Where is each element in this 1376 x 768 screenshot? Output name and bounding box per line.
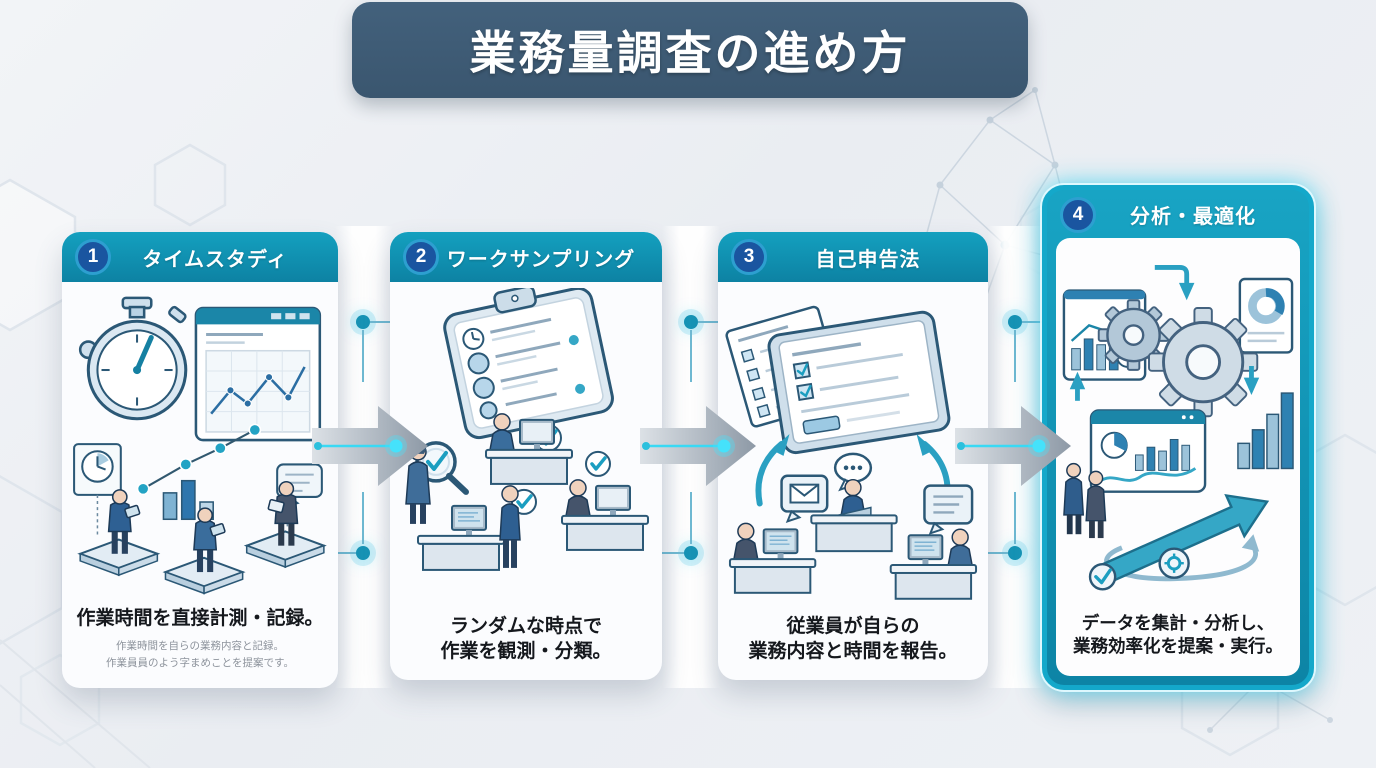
step-number-badge: 1 [75,239,111,275]
connector-line [690,492,692,544]
description-line: 作業を観測・分類。 [440,640,612,662]
connector-node [356,315,370,329]
milestone-dots-icon [136,423,262,496]
connector-line [332,552,356,554]
clipboard-checklist-observers-illustration [405,288,649,571]
wall-clock-icon [73,443,122,496]
flow-arrow-icon [640,406,756,486]
speech-bubble-mail-icon [780,474,829,523]
hexagon-shape [0,475,64,645]
line-chart-window-icon [194,306,322,442]
step-header: 3 自己申告法 [718,232,988,282]
tablet-form-icon [767,310,951,455]
flow-arrow-icon [312,406,428,486]
connector-node [684,546,698,560]
step-description: データを集計・分析し、 業務効率化を提案・実行。 [1056,610,1300,676]
worker-figure [77,489,161,577]
connector-line [370,321,394,323]
check-coin-icon [1088,562,1117,591]
growth-arrow-icon [1099,493,1270,585]
step-illustration-area [62,282,338,604]
hexagon-shape [0,178,77,332]
step-number: 1 [87,246,99,267]
highlighted-inner-panel: データを集計・分析し、 業務効率化を提案・実行。 [1056,238,1300,676]
connector-node [356,546,370,560]
worker-figure [162,507,246,595]
desk-worker-icon [417,485,521,571]
stopwatch-linechart-workers-illustration [73,296,327,595]
step-card-3: 3 自己申告法 [718,232,988,680]
connector-line [690,330,692,382]
connector-node [1008,546,1022,560]
description-line: 業務効率化を提案・実行。 [1073,635,1283,656]
gear-coin-icon [1158,547,1190,579]
3d-bar-chart-icon [1237,392,1294,470]
step-number: 2 [415,246,427,267]
step-illustration-area [390,282,662,612]
step-header: 2 ワークサンプリング [390,232,662,282]
fine-print-line: 作業員員のよう字まめことを提案です。 [106,657,294,670]
connector-node [684,315,698,329]
flow-arrow-icon [955,406,1071,486]
title-banner: 業務量調査の進め方 [352,2,1028,98]
description-line: データを集計・分析し、 [1081,612,1275,633]
connector-line [362,330,364,382]
bent-arrow-icon [1069,264,1260,401]
clipboard-checklist-icon [443,288,614,440]
fine-print-line: 作業時間を自らの業務内容と記録。 [116,640,284,653]
step-card-4-highlighted: 4 分析・最適化 [1042,185,1314,690]
step-number: 4 [1072,204,1084,225]
page-title: 業務量調査の進め方 [469,27,911,79]
step-card-1: 1 タイムスタディ [62,232,338,688]
gears-charts-growth-illustration [1062,264,1294,591]
step-description: ランダムな時点で 作業を観測・分類。 [390,612,662,680]
step-illustration-area [718,282,988,612]
connector-line [660,552,684,554]
desk-worker-icon [561,479,649,551]
fine-print: 作業時間を自らの業務内容と記録。 作業員員のよう字まめことを提案です。 [70,638,330,672]
connector-line [362,492,364,544]
connector-line [1014,492,1016,544]
gear-icon [1148,307,1259,418]
description-line: 作業時間を直接計測・記録。 [76,608,324,630]
step-title: ワークサンプリング [446,248,636,271]
tablet-selfreport-desks-illustration [725,305,978,600]
team-figures [1063,462,1107,539]
desk-worker-icon [889,528,978,600]
step-header: 4 分析・最適化 [1047,190,1309,238]
connector-line [698,321,722,323]
pie-panel-icon [1238,277,1294,354]
dashboard-window-icon [1089,409,1207,493]
step-number: 3 [743,246,755,267]
step-number-badge: 2 [403,239,439,275]
step-title: 自己申告法 [815,248,921,271]
hexagon-shape [153,143,227,227]
up-arrow-icon [755,434,790,507]
step-card-2: 2 ワークサンプリング [390,232,662,680]
description-line: 従業員が自らの [786,615,920,637]
step-number-badge: 3 [731,239,767,275]
desk-worker-icon [728,522,817,594]
step-header: 1 タイムスタディ [62,232,338,282]
step-title: 分析・最適化 [1130,205,1256,228]
description-line: 業務内容と時間を報告。 [748,640,958,662]
speech-bubble-doc-icon [923,484,974,535]
step-number-badge: 4 [1060,197,1096,233]
worker-figure [243,480,327,569]
description-line: ランダムな時点で [449,615,602,637]
step-title: タイムスタディ [142,248,288,271]
connector-node [1008,315,1022,329]
connector-line [984,552,1008,554]
desk-worker-icon [485,413,573,485]
connector-line [1014,330,1016,382]
step-description: 作業時間を直接計測・記録。 作業時間を自らの業務内容と記録。 作業員員のよう字ま… [62,604,338,688]
connector-line [1022,321,1042,323]
desk-worker-icon [810,478,898,553]
stopwatch-icon [78,296,188,421]
step-description: 従業員が自らの 業務内容と時間を報告。 [718,612,988,680]
step-illustration-area [1056,238,1300,610]
